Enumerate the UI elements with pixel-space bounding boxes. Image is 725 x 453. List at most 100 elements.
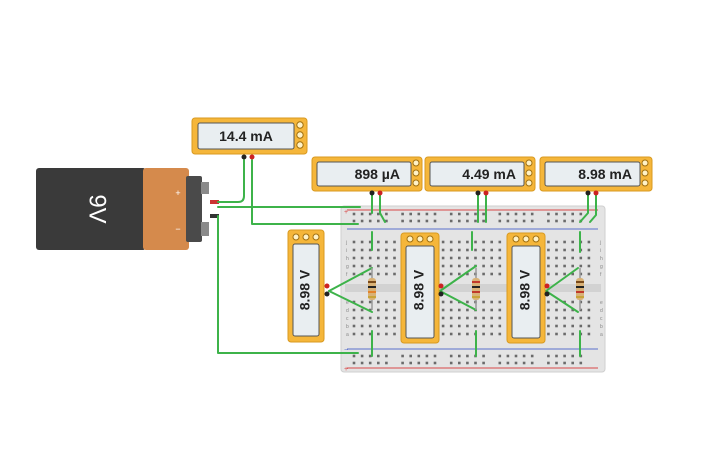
breadboard-hole[interactable] — [514, 219, 518, 223]
breadboard-hole[interactable] — [458, 308, 461, 312]
breadboard-hole[interactable] — [449, 308, 453, 312]
breadboard-hole[interactable] — [385, 219, 388, 223]
breadboard-hole[interactable] — [360, 240, 364, 244]
breadboard-hole[interactable] — [498, 212, 502, 216]
breadboard-hole[interactable] — [385, 264, 388, 268]
breadboard-hole[interactable] — [360, 361, 364, 365]
breadboard-hole[interactable] — [393, 332, 396, 336]
breadboard-hole[interactable] — [449, 316, 453, 320]
probe-red[interactable] — [249, 154, 255, 160]
breadboard-hole[interactable] — [377, 240, 380, 244]
breadboard-hole[interactable] — [547, 354, 550, 358]
probe-black[interactable] — [475, 190, 481, 196]
breadboard-hole[interactable] — [360, 300, 364, 304]
breadboard-hole[interactable] — [352, 219, 356, 223]
breadboard-hole[interactable] — [555, 300, 558, 304]
breadboard-hole[interactable] — [385, 212, 388, 216]
breadboard-hole[interactable] — [547, 212, 550, 216]
breadboard-hole[interactable] — [360, 324, 364, 328]
breadboard-hole[interactable] — [490, 264, 493, 268]
breadboard-hole[interactable] — [555, 240, 558, 244]
breadboard-hole[interactable] — [377, 264, 380, 268]
breadboard-hole[interactable] — [490, 324, 493, 328]
wire-b2-vm-minus[interactable] — [439, 290, 477, 311]
probe-red[interactable] — [593, 190, 599, 196]
breadboard-hole[interactable] — [368, 324, 372, 328]
breadboard-hole[interactable] — [579, 308, 583, 312]
breadboard-hole[interactable] — [587, 256, 591, 260]
breadboard-hole[interactable] — [360, 308, 364, 312]
breadboard-hole[interactable] — [530, 212, 534, 216]
breadboard-hole[interactable] — [449, 240, 453, 244]
breadboard-hole[interactable] — [368, 361, 372, 365]
probe-red[interactable] — [438, 283, 444, 289]
probe-red[interactable] — [544, 283, 550, 289]
breadboard-hole[interactable] — [498, 272, 502, 276]
breadboard-hole[interactable] — [466, 248, 469, 252]
breadboard-hole[interactable] — [482, 324, 485, 328]
breadboard-hole[interactable] — [458, 272, 461, 276]
breadboard-hole[interactable] — [360, 264, 364, 268]
breadboard-hole[interactable] — [385, 308, 388, 312]
mode-v-button[interactable] — [412, 169, 420, 177]
breadboard-hole[interactable] — [563, 248, 566, 252]
breadboard-hole[interactable] — [409, 212, 412, 216]
mode-v-button[interactable] — [302, 233, 310, 241]
breadboard-hole[interactable] — [547, 316, 550, 320]
breadboard-hole[interactable] — [563, 212, 566, 216]
breadboard-hole[interactable] — [587, 264, 591, 268]
breadboard-hole[interactable] — [474, 219, 477, 223]
breadboard-hole[interactable] — [547, 272, 550, 276]
wire-b3-vm-minus[interactable] — [545, 290, 579, 313]
breadboard-hole[interactable] — [571, 256, 574, 260]
breadboard-hole[interactable] — [441, 332, 445, 336]
breadboard-hole[interactable] — [547, 300, 550, 304]
breadboard-hole[interactable] — [587, 240, 591, 244]
resistor-2[interactable] — [472, 268, 480, 310]
breadboard-hole[interactable] — [522, 354, 526, 358]
breadboard-hole[interactable] — [571, 240, 574, 244]
breadboard-hole[interactable] — [555, 332, 558, 336]
breadboard-hole[interactable] — [522, 219, 526, 223]
breadboard-hole[interactable] — [587, 300, 591, 304]
breadboard-hole[interactable] — [425, 219, 429, 223]
breadboard-hole[interactable] — [547, 219, 550, 223]
wire-branch2-ammeter[interactable] — [477, 190, 487, 223]
breadboard-hole[interactable] — [377, 248, 380, 252]
breadboard-hole[interactable] — [385, 332, 388, 336]
breadboard-hole[interactable] — [449, 361, 453, 365]
breadboard-hole[interactable] — [579, 316, 583, 320]
breadboard-hole[interactable] — [377, 219, 380, 223]
breadboard-hole[interactable] — [393, 256, 396, 260]
breadboard-hole[interactable] — [571, 332, 574, 336]
breadboard-hole[interactable] — [482, 354, 485, 358]
breadboard-hole[interactable] — [433, 361, 437, 365]
breadboard-hole[interactable] — [385, 256, 388, 260]
breadboard-hole[interactable] — [368, 308, 372, 312]
breadboard-hole[interactable] — [555, 212, 558, 216]
breadboard-hole[interactable] — [555, 219, 558, 223]
breadboard-hole[interactable] — [377, 272, 380, 276]
breadboard-hole[interactable] — [490, 316, 493, 320]
breadboard-hole[interactable] — [555, 272, 558, 276]
breadboard-hole[interactable] — [482, 316, 485, 320]
breadboard-hole[interactable] — [498, 361, 502, 365]
breadboard-hole[interactable] — [377, 332, 380, 336]
breadboard-hole[interactable] — [458, 332, 461, 336]
meter-total-current[interactable]: 14.4 mA — [191, 117, 308, 160]
breadboard-hole[interactable] — [498, 308, 502, 312]
breadboard-hole[interactable] — [385, 240, 388, 244]
probe-black[interactable] — [241, 154, 247, 160]
breadboard-hole[interactable] — [587, 316, 591, 320]
breadboard-hole[interactable] — [401, 219, 404, 223]
breadboard-hole[interactable] — [393, 300, 396, 304]
breadboard-hole[interactable] — [563, 354, 566, 358]
breadboard-hole[interactable] — [409, 354, 412, 358]
breadboard-hole[interactable] — [571, 324, 574, 328]
breadboard-hole[interactable] — [482, 248, 485, 252]
breadboard-hole[interactable] — [458, 316, 461, 320]
breadboard-hole[interactable] — [579, 256, 583, 260]
breadboard-hole[interactable] — [482, 308, 485, 312]
breadboard-hole[interactable] — [498, 300, 502, 304]
